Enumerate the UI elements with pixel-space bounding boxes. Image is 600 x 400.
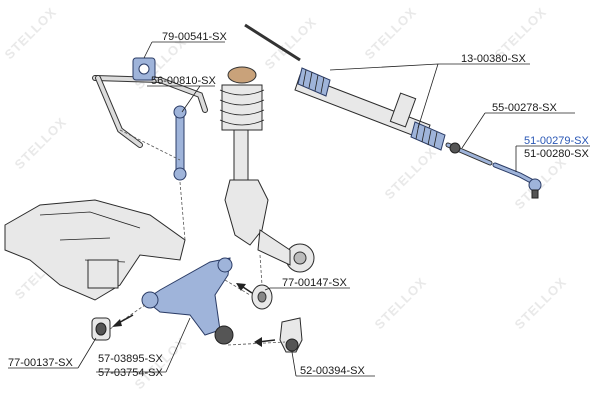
label-13-00380: 13-00380-SX	[461, 53, 526, 65]
watermark-text: STELLOX	[372, 274, 430, 332]
subframe	[4, 199, 186, 301]
label-77-00137: 77-00137-SX	[8, 357, 73, 369]
watermark-text: STELLOX	[512, 274, 570, 332]
tie-rod-end	[492, 162, 542, 199]
stabilizer-bushing	[132, 57, 156, 81]
part-labels: 79-00541-SX 56-00810-SX 13-00380-SX 55-0…	[8, 31, 589, 379]
watermark-text: STELLOX	[362, 4, 420, 62]
label-56-00810: 56-00810-SX	[151, 75, 216, 87]
control-arm-bushing-rear	[251, 284, 273, 310]
label-77-00147: 77-00147-SX	[282, 277, 347, 289]
control-arm-bushing-front	[91, 317, 111, 341]
label-57-03895: 57-03895-SX	[98, 353, 163, 365]
ball-joint	[279, 317, 303, 353]
watermark-text: STELLOX	[262, 14, 320, 72]
watermark-text: STELLOX	[12, 114, 70, 172]
lower-control-arm	[141, 257, 234, 345]
label-52-00394: 52-00394-SX	[300, 365, 365, 377]
steering-rack	[244, 23, 446, 151]
leader-lines	[8, 41, 590, 377]
stabilizer-link	[173, 105, 187, 181]
label-51-00279: 51-00279-SX	[524, 135, 589, 147]
stabilizer-bar	[92, 75, 208, 148]
label-51-00280: 51-00280-SX	[524, 148, 589, 160]
watermark-text: STELLOX	[2, 4, 60, 62]
arrows	[112, 283, 276, 347]
label-57-03754: 57-03754-SX	[98, 367, 163, 379]
label-55-00278: 55-00278-SX	[492, 102, 557, 114]
label-79-00541: 79-00541-SX	[162, 31, 227, 43]
strut-assembly	[219, 66, 315, 273]
watermark-text: STELLOX	[382, 144, 440, 202]
inner-tie-rod	[445, 142, 493, 166]
